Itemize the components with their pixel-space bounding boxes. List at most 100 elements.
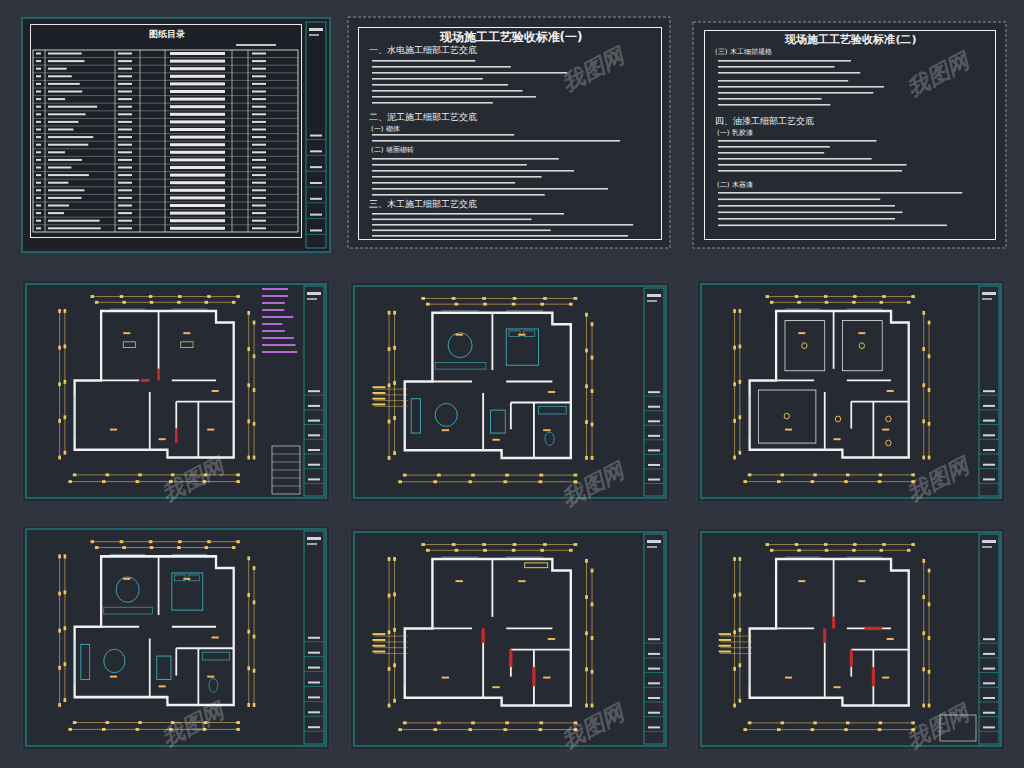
dimension-mark <box>64 698 67 702</box>
legend-table-row <box>272 454 300 455</box>
dimension-line <box>750 722 914 723</box>
fine-print-line <box>718 192 962 194</box>
dimension-mark <box>748 721 752 724</box>
index-cell-entry <box>170 52 225 55</box>
dimension-mark <box>733 419 736 423</box>
title-block-entry <box>648 406 660 408</box>
index-cell-entry <box>36 227 41 229</box>
fine-print-line <box>718 66 835 68</box>
material-list-line <box>262 309 284 311</box>
inner-wall <box>851 401 908 403</box>
title-block-entry <box>648 638 660 640</box>
index-cell-entry <box>118 174 132 176</box>
dimension-mark <box>591 569 594 573</box>
inner-wall <box>533 403 535 458</box>
dimension-mark <box>846 721 850 724</box>
fine-print-line <box>372 230 551 232</box>
index-cell-entry <box>170 113 225 116</box>
inner-wall <box>482 393 484 450</box>
leader-line <box>720 636 752 637</box>
section-heading: (一) 砌体 <box>371 125 400 133</box>
index-cell-entry <box>36 75 41 77</box>
dimension-mark <box>513 543 517 546</box>
dimension-mark <box>106 473 110 476</box>
dimension-mark <box>433 480 437 483</box>
dimension-mark <box>733 346 736 350</box>
title-block-rule <box>644 410 664 411</box>
index-cell-entry <box>118 212 132 214</box>
title-block-rule <box>304 671 324 672</box>
fine-print-line <box>718 86 884 88</box>
watermark: 我图网 <box>557 698 629 755</box>
index-cell-entry <box>48 174 89 176</box>
leader-line <box>374 641 407 642</box>
index-cell-entry <box>170 166 225 169</box>
new-wall <box>823 628 826 642</box>
inner-wall <box>432 627 472 629</box>
dimension-mark <box>739 451 742 455</box>
fine-print-line <box>718 225 947 227</box>
dimension-mark <box>393 381 396 385</box>
index-table-row <box>33 156 298 157</box>
index-cell-entry <box>118 144 132 146</box>
outer-wall <box>75 556 234 705</box>
title-block-rule <box>644 439 664 440</box>
index-cell-entry <box>48 83 80 85</box>
dimension-mark <box>591 456 594 460</box>
index-cell-entry <box>36 212 41 214</box>
inner-wall <box>172 626 216 628</box>
title-block-entry <box>983 726 995 728</box>
title-block-entry <box>308 420 320 422</box>
dimension-line <box>59 556 60 705</box>
index-cell-entry <box>36 144 41 146</box>
material-list-line <box>262 316 293 318</box>
dimension-line <box>586 315 587 458</box>
dimension-mark <box>455 303 459 306</box>
dimension-mark <box>852 301 856 304</box>
dimension-mark <box>178 295 182 298</box>
dimension-mark <box>247 456 250 460</box>
dining-table <box>157 656 171 679</box>
dimension-mark <box>824 295 828 298</box>
room-label <box>887 390 894 392</box>
dimension-line <box>389 559 390 706</box>
title-block-rule <box>306 139 326 140</box>
dimension-mark <box>471 721 475 724</box>
dimension-line <box>750 474 914 475</box>
fine-print-line <box>372 164 527 166</box>
title-block-rule <box>979 483 999 484</box>
room-label <box>207 429 214 431</box>
index-cell-entry <box>170 60 225 63</box>
dimension-line <box>394 559 395 701</box>
dimension-mark <box>922 311 925 315</box>
index-cell-entry <box>48 129 73 131</box>
inner-wall <box>511 649 571 651</box>
title-block-entry <box>648 668 660 670</box>
material-list-line <box>262 351 297 353</box>
fine-print-line <box>372 102 493 104</box>
dimension-mark <box>879 721 883 724</box>
room-label <box>785 429 792 431</box>
fine-print-line <box>718 146 830 148</box>
demolished-wall <box>141 379 150 382</box>
title-block-logo <box>309 34 319 36</box>
ceiling-outline <box>785 321 825 371</box>
dimension-mark <box>503 728 507 731</box>
index-cell-entry <box>48 113 86 115</box>
dimension-mark <box>907 301 911 304</box>
dimension-mark <box>207 295 211 298</box>
window <box>404 396 405 439</box>
dimension-mark <box>513 297 517 300</box>
wardrobe <box>104 607 153 614</box>
fine-print-line <box>718 98 822 100</box>
dimension-mark <box>540 549 544 552</box>
title-block-entry <box>983 434 995 436</box>
title-block-rule <box>306 234 326 235</box>
fine-print-line <box>372 158 559 160</box>
dimension-mark <box>797 549 801 552</box>
fine-print-line <box>372 213 564 215</box>
index-cell-entry <box>36 121 41 123</box>
dimension-mark <box>777 480 781 483</box>
index-cell-entry <box>36 205 41 207</box>
index-table-row <box>33 224 298 225</box>
